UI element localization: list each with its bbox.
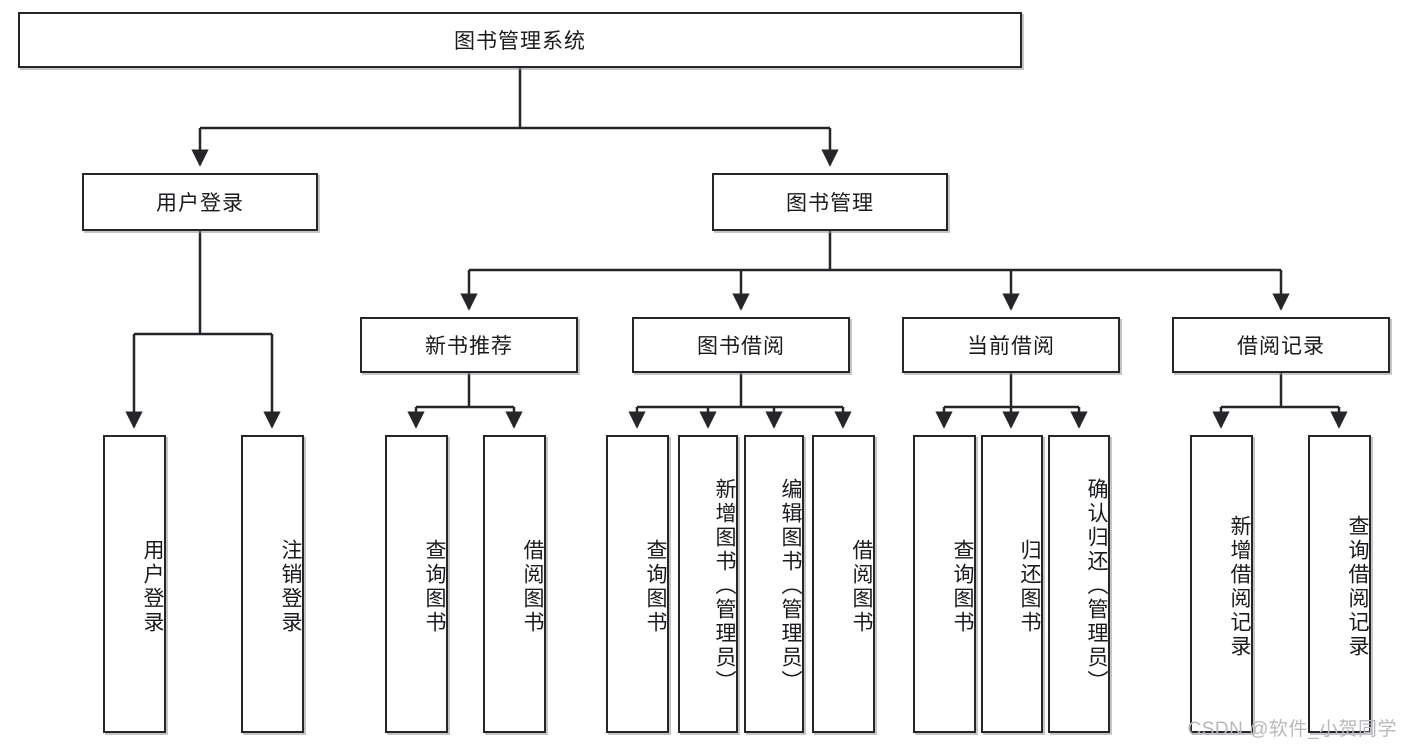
- node-user-login-label: 用户登录: [156, 192, 244, 215]
- node-root-system-label: 图书管理系统: [454, 30, 586, 53]
- node-leaf-borrow-book-rec[interactable]: 借阅图书: [483, 435, 546, 733]
- node-leaf-query-book-borrow-label: 查询图书: [644, 539, 667, 635]
- node-book-borrow-label: 图书借阅: [697, 335, 785, 358]
- node-borrow-record-label: 借阅记录: [1237, 335, 1325, 358]
- node-leaf-borrow-book-rec-label: 借阅图书: [521, 539, 544, 635]
- node-leaf-query-book-current[interactable]: 查询图书: [913, 435, 976, 733]
- node-leaf-add-borrow-record-label: 新增借阅记录: [1228, 515, 1251, 659]
- node-leaf-user-logout-label: 注销登录: [279, 539, 302, 635]
- node-leaf-return-book[interactable]: 归还图书: [981, 435, 1043, 733]
- node-leaf-query-book-current-label: 查询图书: [951, 539, 974, 635]
- node-new-book-recommend-label: 新书推荐: [425, 335, 513, 358]
- node-new-book-recommend[interactable]: 新书推荐: [360, 317, 578, 373]
- node-leaf-user-logout[interactable]: 注销登录: [241, 435, 304, 733]
- node-leaf-user-login-label: 用户登录: [141, 539, 164, 635]
- node-leaf-query-book-rec-label: 查询图书: [423, 539, 446, 635]
- node-leaf-borrow-book[interactable]: 借阅图书: [812, 435, 875, 733]
- node-current-borrow[interactable]: 当前借阅: [902, 317, 1120, 373]
- node-leaf-user-login[interactable]: 用户登录: [103, 435, 166, 733]
- node-leaf-add-borrow-record[interactable]: 新增借阅记录: [1190, 435, 1253, 733]
- node-leaf-query-borrow-record[interactable]: 查询借阅记录: [1308, 435, 1371, 733]
- node-leaf-query-book-borrow[interactable]: 查询图书: [606, 435, 669, 733]
- node-leaf-add-book-admin-label: 新增图书（管理员）: [713, 478, 736, 694]
- node-root-system[interactable]: 图书管理系统: [18, 12, 1022, 68]
- node-book-management-label: 图书管理: [786, 192, 874, 215]
- node-leaf-confirm-return-admin-label: 确认归还（管理员）: [1085, 478, 1108, 694]
- node-leaf-edit-book-admin[interactable]: 编辑图书（管理员）: [744, 435, 804, 733]
- node-current-borrow-label: 当前借阅: [967, 335, 1055, 358]
- node-leaf-add-book-admin[interactable]: 新增图书（管理员）: [678, 435, 738, 733]
- node-leaf-return-book-label: 归还图书: [1018, 539, 1041, 635]
- node-user-login[interactable]: 用户登录: [82, 173, 318, 231]
- node-book-borrow[interactable]: 图书借阅: [632, 317, 850, 373]
- node-leaf-confirm-return-admin[interactable]: 确认归还（管理员）: [1048, 435, 1110, 733]
- node-borrow-record[interactable]: 借阅记录: [1172, 317, 1390, 373]
- node-leaf-edit-book-admin-label: 编辑图书（管理员）: [779, 478, 802, 694]
- node-leaf-query-book-rec[interactable]: 查询图书: [385, 435, 448, 733]
- node-book-management[interactable]: 图书管理: [712, 173, 948, 231]
- node-leaf-query-borrow-record-label: 查询借阅记录: [1346, 515, 1369, 659]
- node-leaf-borrow-book-label: 借阅图书: [850, 539, 873, 635]
